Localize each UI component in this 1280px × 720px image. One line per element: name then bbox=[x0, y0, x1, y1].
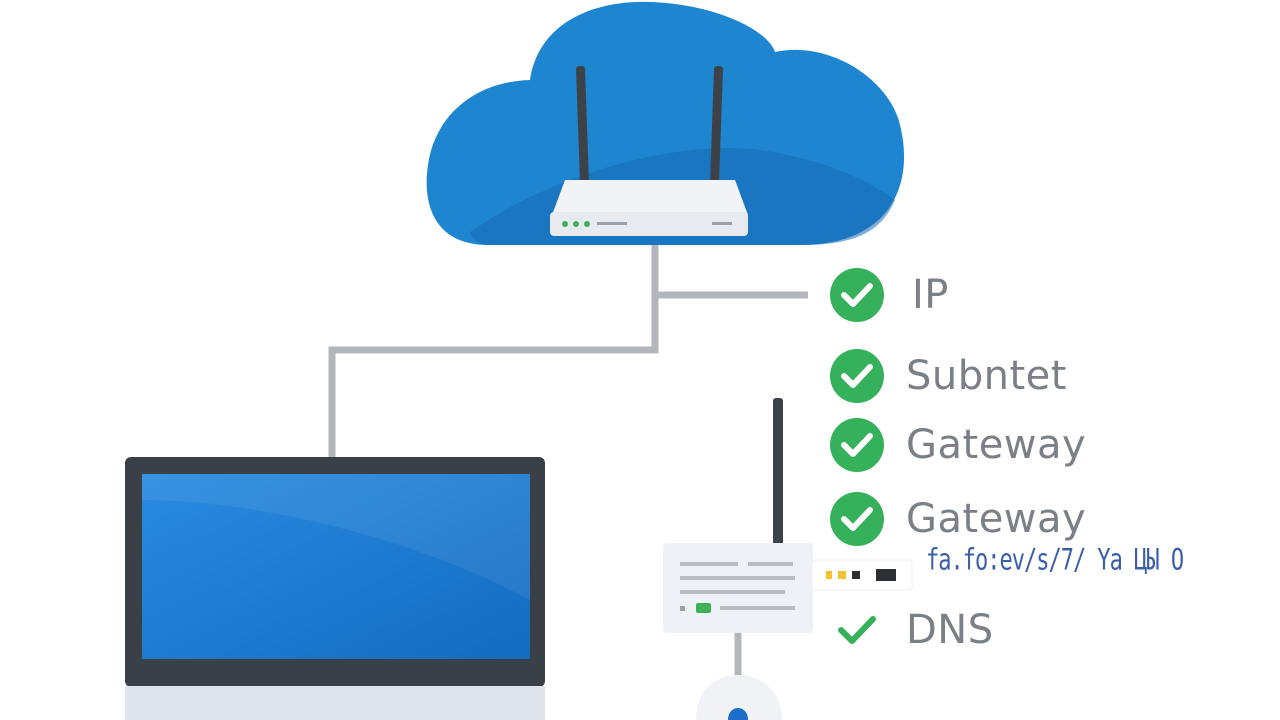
checklist-item-gateway-2: Gateway bbox=[830, 492, 1086, 546]
checkmark-icon bbox=[830, 603, 884, 657]
check-circle-icon bbox=[830, 418, 884, 472]
check-circle-icon bbox=[830, 268, 884, 322]
checklist-item-ip: IP bbox=[830, 268, 949, 322]
checklist-label: Subntet bbox=[906, 353, 1067, 399]
checklist-label: DNS bbox=[906, 607, 994, 653]
checklist-label: Gateway bbox=[906, 422, 1087, 468]
network-switch-icon bbox=[663, 398, 913, 720]
checklist-item-dns: DNS bbox=[830, 603, 994, 657]
cloud-to-laptop-line bbox=[328, 295, 659, 460]
laptop-icon bbox=[125, 457, 545, 720]
checklist-label: IP bbox=[912, 272, 949, 318]
checklist-label: Gateway bbox=[906, 496, 1087, 542]
router-icon bbox=[550, 65, 748, 236]
checklist-item-subnet: Subntet bbox=[830, 349, 1067, 403]
cloud-to-ip-line bbox=[651, 240, 808, 299]
connector-lines bbox=[328, 240, 808, 680]
checklist-item-gateway: Gateway bbox=[830, 418, 1086, 472]
check-circle-icon bbox=[830, 349, 884, 403]
check-circle-icon bbox=[830, 492, 884, 546]
garbled-status-text: fa.fo:ev/s/7/ Ya ЦЫ О ПЕ bbox=[926, 544, 1188, 578]
